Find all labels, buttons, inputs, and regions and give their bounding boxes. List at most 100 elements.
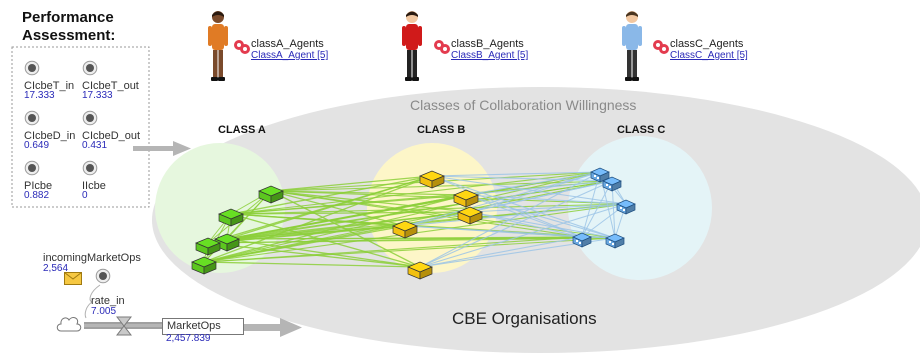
collaboration-link (465, 194, 627, 205)
rate-in-value: 7.005 (91, 306, 117, 317)
collaboration-link (599, 171, 616, 239)
collaboration-link (419, 180, 613, 268)
organisation-blocks (191, 167, 636, 280)
collaboration-link (207, 180, 613, 244)
collaboration-link (581, 180, 613, 238)
metric-value: 0.882 (24, 190, 50, 201)
collaboration-link (469, 211, 583, 238)
collaboration-link (431, 175, 627, 205)
collaboration-link (581, 171, 601, 238)
collaboration-link (404, 171, 601, 227)
agent-population-icon[interactable] (233, 39, 251, 55)
collaboration-link (419, 203, 627, 268)
agent-class-name[interactable]: classC_Agents (670, 38, 744, 50)
collaboration-link (469, 203, 627, 213)
agent-person-icon (622, 11, 642, 81)
incoming-market-ops-param-icon[interactable] (95, 268, 111, 284)
performance-title: Performance Assessment: (22, 9, 116, 44)
class-a-organisation[interactable] (218, 208, 244, 227)
market-ops-stock[interactable]: MarketOps (162, 318, 244, 335)
collaboration-link (203, 180, 613, 263)
collaboration-link (270, 175, 433, 192)
valve-icon[interactable] (116, 316, 132, 336)
collaboration-link (404, 180, 613, 227)
collaboration-link (203, 261, 421, 268)
stock-arrow (244, 318, 302, 337)
metric-name: CIcbeT_in (24, 80, 75, 92)
incoming-market-ops-name: incomingMarketOps (43, 252, 141, 264)
collaboration-link (207, 171, 601, 244)
collaboration-link (431, 171, 601, 177)
class-c-organisation[interactable] (602, 176, 622, 192)
agent-population-link[interactable]: ClassA_Agent [5] (251, 50, 329, 61)
metric-param-icon[interactable] (24, 60, 40, 81)
metric-param-icon[interactable] (82, 110, 98, 131)
metric-name: CIcbeD_in (24, 130, 76, 142)
collaboration-link (203, 171, 601, 263)
metric-name: IIcbe (82, 180, 106, 192)
collaboration-links (203, 171, 627, 268)
metric-value: 17.333 (82, 90, 113, 101)
agent-class-name[interactable]: classB_Agents (451, 38, 524, 50)
class-b-organisation[interactable] (392, 220, 418, 239)
agent-population-link[interactable]: ClassB_Agent [5] (451, 50, 529, 61)
cloud-source-icon (56, 316, 82, 332)
metric-param-icon[interactable] (24, 160, 40, 181)
collaboration-link (419, 236, 583, 268)
collaboration-link (270, 190, 406, 227)
class-c-organisation[interactable] (605, 233, 625, 249)
collaboration-link (465, 180, 613, 196)
class-b-organisation[interactable] (407, 261, 433, 280)
class-c-organisation[interactable] (616, 199, 636, 215)
collaboration-link (226, 238, 421, 268)
collaboration-link (270, 190, 583, 238)
collaboration-link (230, 175, 433, 215)
class-b-organisation[interactable] (419, 170, 445, 189)
agent-class-name[interactable]: classA_Agents (251, 38, 324, 50)
agent-population-icon[interactable] (433, 39, 451, 55)
class-a-organisation[interactable] (195, 237, 221, 256)
cbe-organisations-label: CBE Organisations (452, 309, 597, 328)
class-c-organisation[interactable] (572, 232, 592, 248)
metric-value: 0 (82, 190, 88, 201)
class-a-heading: CLASS A (218, 124, 266, 136)
performance-box (11, 46, 150, 208)
collaboration-link (465, 171, 601, 196)
market-ops-stock-value: 2,457.839 (166, 333, 211, 344)
collaboration-link (469, 211, 616, 239)
class-b-heading: CLASS B (417, 124, 466, 136)
class-a-organisation[interactable] (191, 256, 217, 275)
collaboration-link (404, 203, 627, 227)
collaboration-link (203, 225, 406, 263)
class-a-area (155, 143, 285, 273)
market-ops-stock-name: MarketOps (167, 320, 221, 332)
class-b-organisation[interactable] (453, 189, 479, 208)
metric-value: 17.333 (24, 90, 55, 101)
message-icon[interactable] (64, 272, 82, 285)
incoming-market-ops-value: 2,564 (43, 263, 69, 274)
collaboration-link (469, 171, 601, 213)
metric-param-icon[interactable] (82, 60, 98, 81)
rate-in-name: rate_in (91, 295, 125, 307)
collaboration-link (226, 237, 616, 240)
collaboration-link (203, 237, 616, 263)
class-c-organisation[interactable] (590, 167, 610, 183)
metric-param-icon[interactable] (24, 110, 40, 131)
class-b-organisation[interactable] (457, 206, 483, 225)
metric-name: CIcbeT_out (82, 80, 139, 92)
metric-name: PIcbe (24, 180, 53, 192)
collaboration-link (419, 171, 601, 268)
class-a-organisation[interactable] (258, 185, 284, 204)
class-c-heading: CLASS C (617, 124, 666, 136)
agent-person-icon (208, 11, 228, 81)
metric-value: 0.649 (24, 140, 50, 151)
performance-arrow (133, 141, 191, 156)
collaboration-link (431, 175, 613, 182)
agent-population-link[interactable]: ClassC_Agent [5] (670, 50, 748, 61)
metric-name: CIcbeD_out (82, 130, 141, 142)
metric-value: 0.431 (82, 140, 108, 151)
metric-param-icon[interactable] (82, 160, 98, 181)
agent-population-icon[interactable] (652, 39, 670, 55)
